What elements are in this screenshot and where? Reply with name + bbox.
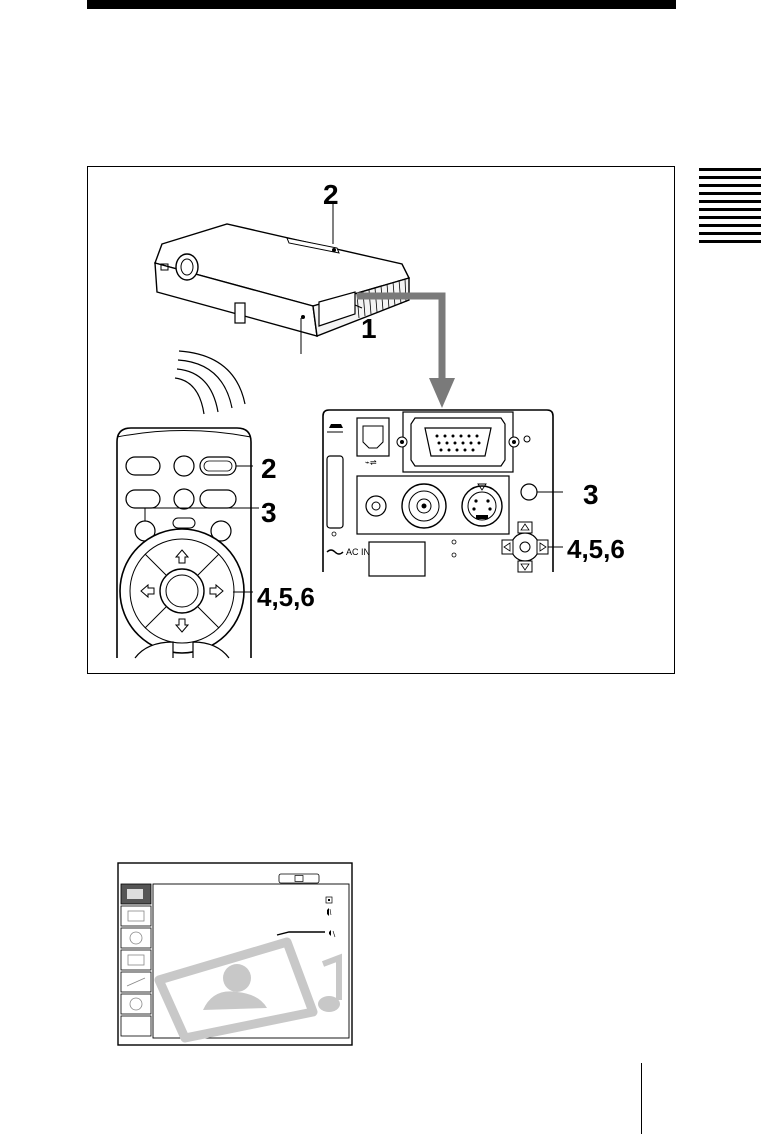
menu-tab-column xyxy=(121,884,151,1036)
callout-projector-top: 2 xyxy=(323,179,339,210)
menu-screen-illustration xyxy=(117,862,353,1046)
usb-icon: ⌁⇌ xyxy=(365,458,377,467)
ir-signal-icon xyxy=(175,351,245,414)
callout-panel-reset: 3 xyxy=(583,479,599,510)
menu-tab-empty xyxy=(121,1016,151,1036)
setup-figure: ⌁⇌ xyxy=(87,166,675,674)
callout-remote-arrows: 4,5,6 xyxy=(257,582,315,612)
top-rule xyxy=(87,0,676,9)
ac-in-label: AC IN xyxy=(346,547,370,557)
menu-tab-input-icon xyxy=(121,906,151,926)
callout-remote-reset: 3 xyxy=(261,497,277,528)
footer-rule xyxy=(641,1063,642,1134)
callout-panel-arrows: 4,5,6 xyxy=(567,534,625,564)
callout-connector: 1 xyxy=(361,313,377,344)
striped-tab-icon xyxy=(699,166,761,248)
menu-tab-menu-icon xyxy=(121,950,151,970)
remote-control-illustration xyxy=(117,428,259,658)
menu-tab-settings-icon xyxy=(121,928,151,948)
connector-panel-illustration: ⌁⇌ xyxy=(323,410,563,576)
menu-tab-info-icon xyxy=(121,994,151,1014)
callout-remote-menu: 2 xyxy=(261,453,277,484)
